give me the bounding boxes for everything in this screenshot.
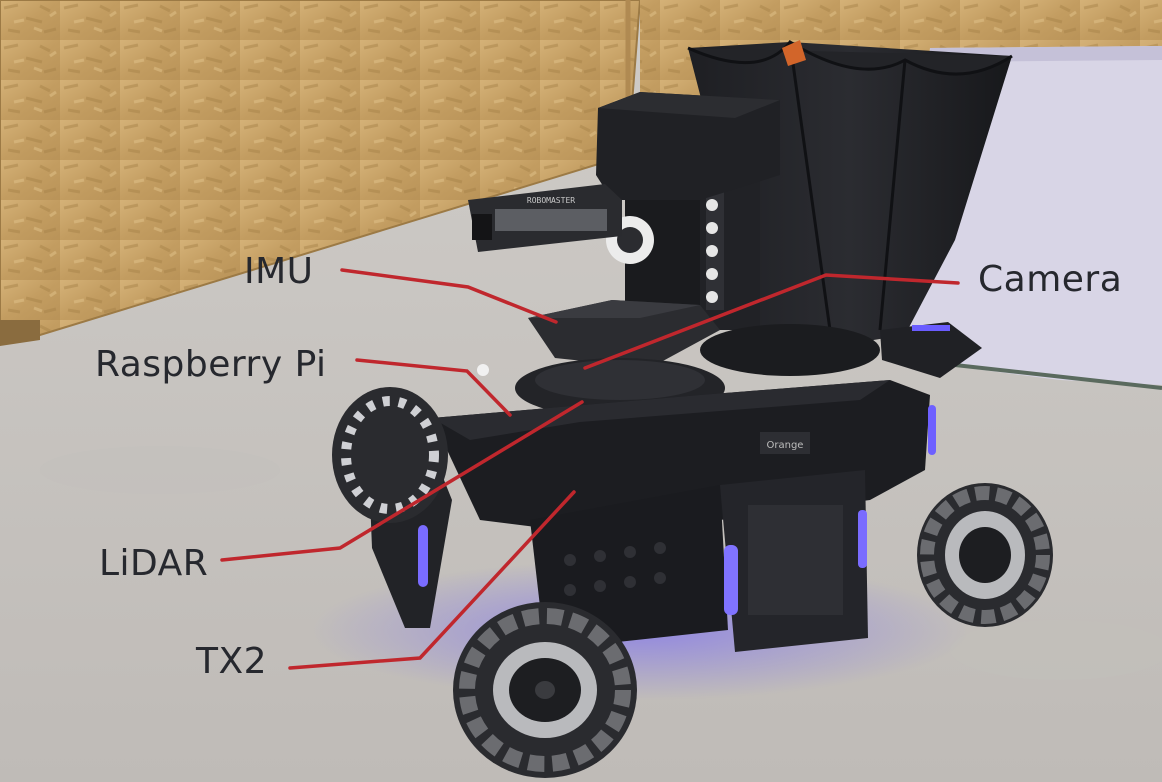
tx2-label: TX2: [196, 641, 268, 682]
tx2-leader-line: [288, 490, 576, 670]
lidar-leader-line: [220, 400, 584, 562]
imu-label: IMU: [244, 251, 314, 292]
camera-label: Camera: [978, 259, 1123, 300]
lidar-label: LiDAR: [99, 543, 209, 584]
imu-leader-line: [340, 268, 558, 324]
raspberry-pi-leader-line: [355, 358, 512, 417]
battery-tag-text: Orange: [767, 440, 804, 451]
raspberry-pi-label: Raspberry Pi: [95, 344, 327, 385]
gimbal-brand-text: ROBOMASTER: [527, 196, 575, 205]
leader-lines: [220, 268, 960, 670]
camera-leader-line: [583, 273, 960, 370]
